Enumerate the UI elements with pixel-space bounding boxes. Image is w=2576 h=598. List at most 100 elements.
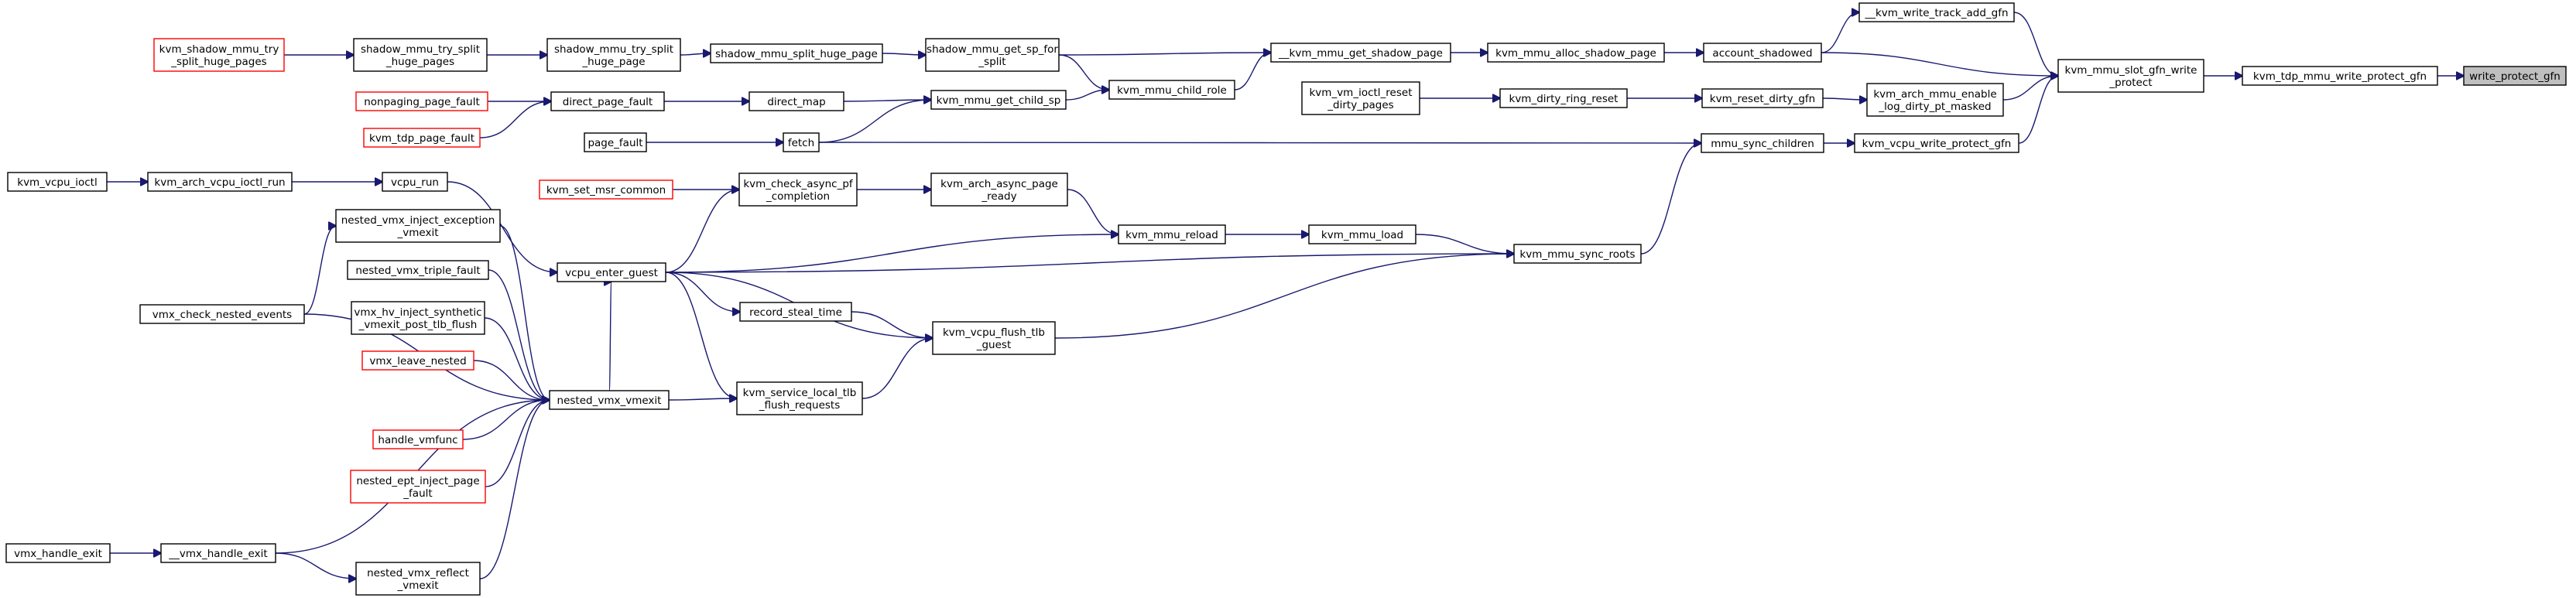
- edge-nested-vmx-reflect-vmexit-to-nested-vmx-vmexit: [479, 400, 550, 579]
- node-kvm-vcpu-flush-tlb-guest[interactable]: kvm_vcpu_flush_tlb_guest: [932, 321, 1056, 355]
- node-box: [546, 38, 681, 72]
- node-label: kvm_arch_mmu_enable: [1873, 88, 1996, 101]
- node-kvm-arch-async-page-ready[interactable]: kvm_arch_async_page_ready: [930, 173, 1068, 207]
- node-vcpu-enter-guest[interactable]: vcpu_enter_guest: [557, 262, 666, 282]
- edge-nested-vmx-vmexit-to-kvm-service-local-tlb-flush-requests: [668, 398, 737, 400]
- node-box: [925, 38, 1060, 72]
- node-box: [557, 262, 666, 282]
- node-label: _split_huge_pages: [170, 56, 266, 68]
- node-box: [739, 302, 852, 322]
- node-direct-map[interactable]: direct_map: [748, 91, 844, 111]
- node-kvm-mmu-get-child-sp[interactable]: kvm_mmu_get_child_sp: [930, 90, 1067, 110]
- node-vcpu-run[interactable]: vcpu_run: [382, 172, 448, 192]
- node-fetch[interactable]: fetch: [783, 132, 820, 152]
- node-nonpaging-page-fault[interactable]: nonpaging_page_fault: [355, 91, 488, 111]
- node-box: [930, 90, 1067, 110]
- node-box: [7, 172, 108, 192]
- edge-handle-vmfunc-to-nested-vmx-vmexit: [462, 400, 550, 440]
- node-mmu-sync-children[interactable]: mmu_sync_children: [1701, 133, 1824, 153]
- node-label: kvm_arch_async_page: [940, 178, 1058, 190]
- node-kvm-mmu-alloc-shadow-page[interactable]: kvm_mmu_alloc_shadow_page: [1487, 43, 1665, 63]
- node-nested-vmx-triple-fault[interactable]: nested_vmx_triple_fault: [347, 260, 489, 280]
- edge-nested-vmx-inject-exception-vmexit-to-nested-vmx-vmexit: [499, 225, 550, 400]
- node-shadow-mmu-try-split-huge-pages[interactable]: shadow_mmu_try_split_huge_pages: [353, 38, 488, 72]
- node-shadow-mmu-split-huge-page[interactable]: shadow_mmu_split_huge_page: [710, 43, 883, 63]
- node-nested-vmx-vmexit[interactable]: nested_vmx_vmexit: [549, 390, 670, 410]
- node-nested-vmx-reflect-vmexit[interactable]: nested_vmx_reflect_vmexit: [355, 562, 481, 596]
- node-label: account_shadowed: [1712, 47, 1812, 60]
- node---kvm-mmu-get-shadow-page[interactable]: __kvm_mmu_get_shadow_page: [1270, 43, 1451, 63]
- node-box: [783, 132, 820, 152]
- node-box: [147, 172, 293, 192]
- node---vmx-handle-exit[interactable]: __vmx_handle_exit: [160, 543, 276, 563]
- node-kvm-dirty-ring-reset[interactable]: kvm_dirty_ring_reset: [1499, 88, 1628, 108]
- node-nested-ept-inject-page-fault[interactable]: nested_ept_inject_page_fault: [350, 470, 486, 504]
- node-kvm-service-local-tlb-flush-requests[interactable]: kvm_service_local_tlb_flush_requests: [736, 381, 863, 415]
- node-page-fault[interactable]: page_fault: [584, 132, 647, 152]
- nodes: write_protect_gfn kvm_tdp_mmu_write_prote…: [5, 2, 2567, 596]
- node-label: kvm_vcpu_flush_tlb: [943, 326, 1045, 339]
- edge-account-shadowed-to---kvm-write-track-add-gfn: [1821, 12, 1859, 53]
- edge-nested-vmx-triple-fault-to-nested-vmx-vmexit: [488, 269, 550, 400]
- edge-vmx-check-nested-events-to-nested-vmx-inject-exception-vmexit: [303, 226, 336, 315]
- node-box: [1118, 224, 1226, 244]
- node---kvm-write-track-add-gfn[interactable]: __kvm_write_track_add_gfn: [1858, 2, 2015, 22]
- node-kvm-arch-vcpu-ioctl-run[interactable]: kvm_arch_vcpu_ioctl_run: [147, 172, 293, 192]
- node-kvm-mmu-reload[interactable]: kvm_mmu_reload: [1118, 224, 1226, 244]
- node-kvm-vcpu-ioctl[interactable]: kvm_vcpu_ioctl: [7, 172, 108, 192]
- node-vmx-hv-inject-synthetic-vmexit-post-tlb-flush[interactable]: vmx_hv_inject_synthetic_vmexit_post_tlb_…: [351, 301, 485, 335]
- node-shadow-mmu-get-sp-for-split[interactable]: shadow_mmu_get_sp_for_split: [925, 38, 1060, 72]
- node-label: vcpu_enter_guest: [565, 267, 658, 279]
- node-label: kvm_mmu_reload: [1125, 229, 1218, 241]
- node-account-shadowed[interactable]: account_shadowed: [1703, 43, 1822, 63]
- edge-fetch-to-mmu-sync-children: [818, 142, 1701, 143]
- node-kvm-arch-mmu-enable-log-dirty-pt-masked[interactable]: kvm_arch_mmu_enable_log_dirty_pt_masked: [1866, 83, 2004, 117]
- node-label: _completion: [766, 190, 830, 203]
- node-record-steal-time[interactable]: record_steal_time: [739, 302, 852, 322]
- node-box: [748, 91, 844, 111]
- node-label: handle_vmfunc: [378, 434, 457, 446]
- node-kvm-tdp-mmu-write-protect-gfn[interactable]: kvm_tdp_mmu_write_protect_gfn: [2242, 66, 2438, 86]
- node-write-protect-gfn[interactable]: write_protect_gfn: [2463, 66, 2567, 86]
- node-box: [347, 260, 489, 280]
- node-vmx-handle-exit[interactable]: vmx_handle_exit: [5, 543, 111, 563]
- node-kvm-mmu-load[interactable]: kvm_mmu_load: [1308, 224, 1416, 244]
- node-kvm-check-async-pf-completion[interactable]: kvm_check_async_pf_completion: [738, 173, 858, 207]
- node-box: [139, 304, 305, 324]
- edge-nested-vmx-vmexit-to-vcpu-enter-guest: [609, 282, 611, 391]
- node-box: [363, 128, 481, 148]
- edge-kvm-mmu-get-child-sp-to-kvm-mmu-child-role: [1065, 90, 1109, 101]
- node-kvm-mmu-sync-roots[interactable]: kvm_mmu_sync_roots: [1513, 244, 1642, 264]
- edge-shadow-mmu-split-huge-page-to-shadow-mmu-get-sp-for-split: [882, 53, 926, 55]
- node-label: shadow_mmu_try_split: [554, 43, 673, 56]
- node-kvm-mmu-child-role[interactable]: kvm_mmu_child_role: [1108, 80, 1235, 100]
- node-nested-vmx-inject-exception-vmexit[interactable]: nested_vmx_inject_exception_vmexit: [335, 209, 501, 243]
- edge-kvm-mmu-child-role-to---kvm-mmu-get-shadow-page: [1234, 53, 1271, 91]
- node-label: kvm_set_msr_common: [546, 184, 666, 196]
- node-label: vcpu_run: [391, 176, 439, 189]
- node-vmx-leave-nested[interactable]: vmx_leave_nested: [361, 350, 474, 371]
- node-direct-page-fault[interactable]: direct_page_fault: [550, 91, 665, 111]
- node-label: kvm_tdp_mmu_write_protect_gfn: [2253, 70, 2427, 83]
- node-label: _vmexit: [397, 227, 439, 239]
- node-box: [1866, 83, 2004, 117]
- node-kvm-shadow-mmu-try-split-huge-pages[interactable]: kvm_shadow_mmu_try_split_huge_pages: [153, 38, 285, 72]
- node-kvm-tdp-page-fault[interactable]: kvm_tdp_page_fault: [363, 128, 481, 148]
- node-label: kvm_mmu_get_child_sp: [937, 94, 1061, 107]
- node-box: [1513, 244, 1642, 264]
- node-kvm-reset-dirty-gfn[interactable]: kvm_reset_dirty_gfn: [1701, 88, 1824, 108]
- node-box: [1701, 133, 1824, 153]
- node-box: [5, 543, 111, 563]
- node-kvm-vcpu-write-protect-gfn[interactable]: kvm_vcpu_write_protect_gfn: [1854, 133, 2019, 153]
- node-shadow-mmu-try-split-huge-page[interactable]: shadow_mmu_try_split_huge_page: [546, 38, 681, 72]
- node-box: [2463, 66, 2567, 86]
- node-kvm-vm-ioctl-reset-dirty-pages[interactable]: kvm_vm_ioctl_reset_dirty_pages: [1301, 81, 1420, 115]
- node-label: mmu_sync_children: [1711, 138, 1814, 150]
- node-label: fetch: [788, 137, 814, 149]
- node-label: kvm_shadow_mmu_try: [159, 43, 279, 56]
- node-label: write_protect_gfn: [2469, 70, 2561, 83]
- node-kvm-set-msr-common[interactable]: kvm_set_msr_common: [539, 179, 673, 200]
- node-kvm-mmu-slot-gfn-write-protect[interactable]: kvm_mmu_slot_gfn_write_protect: [2057, 59, 2204, 93]
- node-vmx-check-nested-events[interactable]: vmx_check_nested_events: [139, 304, 305, 324]
- node-handle-vmfunc[interactable]: handle_vmfunc: [372, 429, 464, 449]
